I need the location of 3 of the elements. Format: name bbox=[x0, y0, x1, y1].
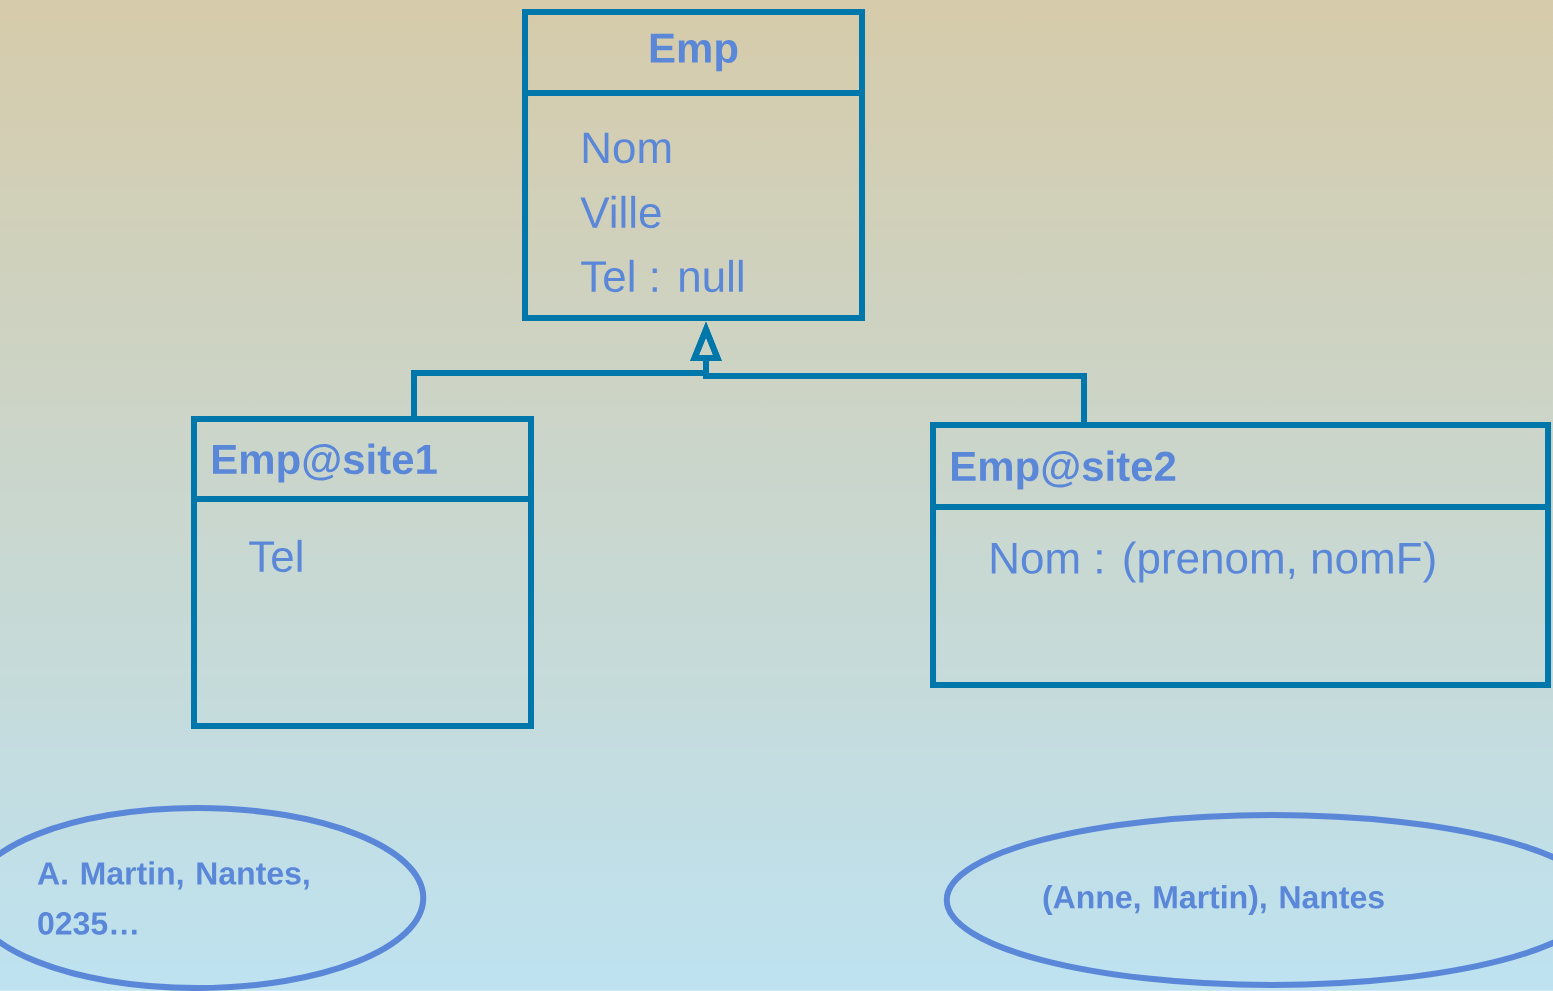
class-box: Emp Nom Ville Tel : null bbox=[522, 9, 865, 321]
class-box: Emp@site1 Tel bbox=[191, 416, 534, 729]
class-box: Emp@site2 Nom : (prenom, nomF) bbox=[930, 422, 1551, 688]
